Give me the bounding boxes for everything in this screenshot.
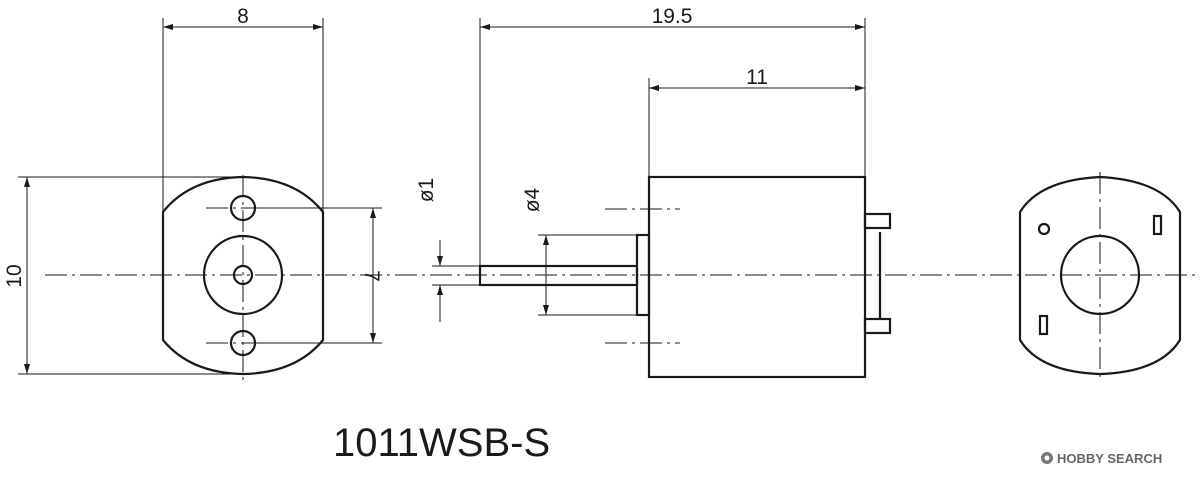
side-view: 19.5 11 ø1 ø4 (415, 5, 892, 379)
front-boss-circle (202, 234, 284, 316)
arrowhead (649, 85, 659, 91)
arrowhead (370, 333, 376, 343)
arrowhead (163, 24, 173, 30)
motor-body (647, 175, 867, 379)
arrowhead (480, 24, 490, 30)
body-length-label: 11 (746, 66, 768, 89)
arrowhead (437, 285, 443, 295)
output-shaft (478, 264, 639, 287)
hobby-search-logo-icon (1041, 452, 1053, 464)
boss-diameter-label: ø4 (521, 187, 544, 212)
arrowhead (543, 235, 549, 245)
arrowhead (855, 24, 865, 30)
arrowhead (313, 24, 323, 30)
top-terminal (863, 212, 892, 230)
arrowhead (543, 305, 549, 315)
arrowhead (24, 364, 30, 374)
watermark: HOBBY SEARCH (1041, 451, 1162, 466)
front-shaft-circle (232, 264, 254, 286)
arrowhead (855, 85, 865, 91)
bottom-terminal (863, 317, 892, 335)
hole-spacing-label: 7 (360, 270, 383, 282)
rear-view-outline (1018, 175, 1182, 376)
front-view-outline (161, 175, 325, 376)
rear-terminal-slot-bottom (1038, 314, 1049, 336)
arrowhead (437, 256, 443, 266)
watermark-text: HOBBY SEARCH (1057, 451, 1162, 466)
front-width-label: 8 (237, 5, 249, 28)
front-view: 8 10 7 (3, 5, 383, 380)
rear-view (1018, 172, 1182, 380)
arrowhead (24, 177, 30, 187)
arrowhead (370, 208, 376, 218)
total-length-label: 19.5 (652, 5, 693, 28)
shaft-diameter-label: ø1 (415, 178, 438, 203)
front-height-label: 10 (3, 264, 26, 287)
rear-vent-hole (1037, 222, 1051, 236)
rear-bearing-circle (1059, 234, 1141, 316)
rear-terminal-slot-top (1152, 214, 1163, 236)
model-number-label: 1011WSB-S (333, 421, 550, 465)
